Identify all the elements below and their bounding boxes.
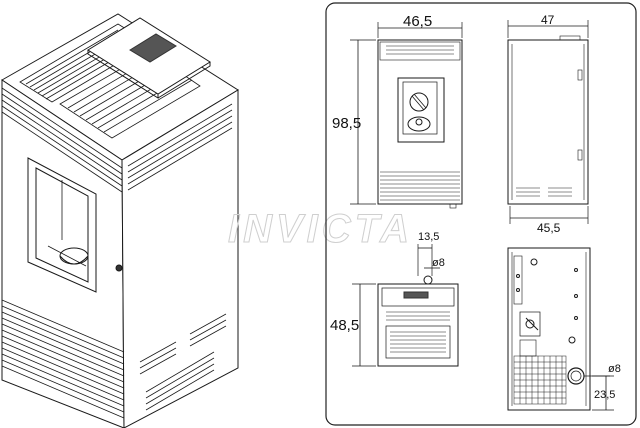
front-door xyxy=(397,77,445,143)
top-view-display xyxy=(403,291,429,299)
dim-top-depth: 48,5 xyxy=(330,317,359,334)
isometric-stove-view xyxy=(1,13,239,428)
right-lower-vents xyxy=(139,313,227,411)
control-display xyxy=(129,33,177,63)
dim-side-depth-bottom: 45,5 xyxy=(537,221,561,235)
rear-view xyxy=(507,247,614,411)
stove-right-face xyxy=(121,89,239,428)
top-flue-outlet xyxy=(423,275,433,285)
left-upper-slats xyxy=(1,87,123,193)
top-view xyxy=(352,244,459,367)
dim-flue-diameter-top: ø8 xyxy=(432,257,445,269)
left-lower-slats xyxy=(1,299,125,419)
door-handle xyxy=(115,264,123,272)
dim-front-width: 46,5 xyxy=(403,13,432,30)
dim-air-inlet-height: 23,5 xyxy=(594,389,615,401)
dim-flue-offset: 13,5 xyxy=(418,231,439,243)
dim-height: 98,5 xyxy=(332,115,361,132)
dim-air-inlet-diameter: ø8 xyxy=(608,363,621,375)
front-bottom-slats xyxy=(380,171,460,201)
dimension-panel-border xyxy=(325,2,637,426)
front-view xyxy=(350,22,463,209)
watermark-brand: INVICTA xyxy=(228,207,413,251)
right-upper-slats xyxy=(127,103,233,191)
watermark: INVICTA xyxy=(228,207,413,252)
dim-side-depth-top: 47 xyxy=(541,13,555,27)
door-glass xyxy=(35,167,89,283)
door-frame xyxy=(27,157,97,293)
side-view xyxy=(507,20,589,224)
rear-fan-grille xyxy=(513,355,567,405)
